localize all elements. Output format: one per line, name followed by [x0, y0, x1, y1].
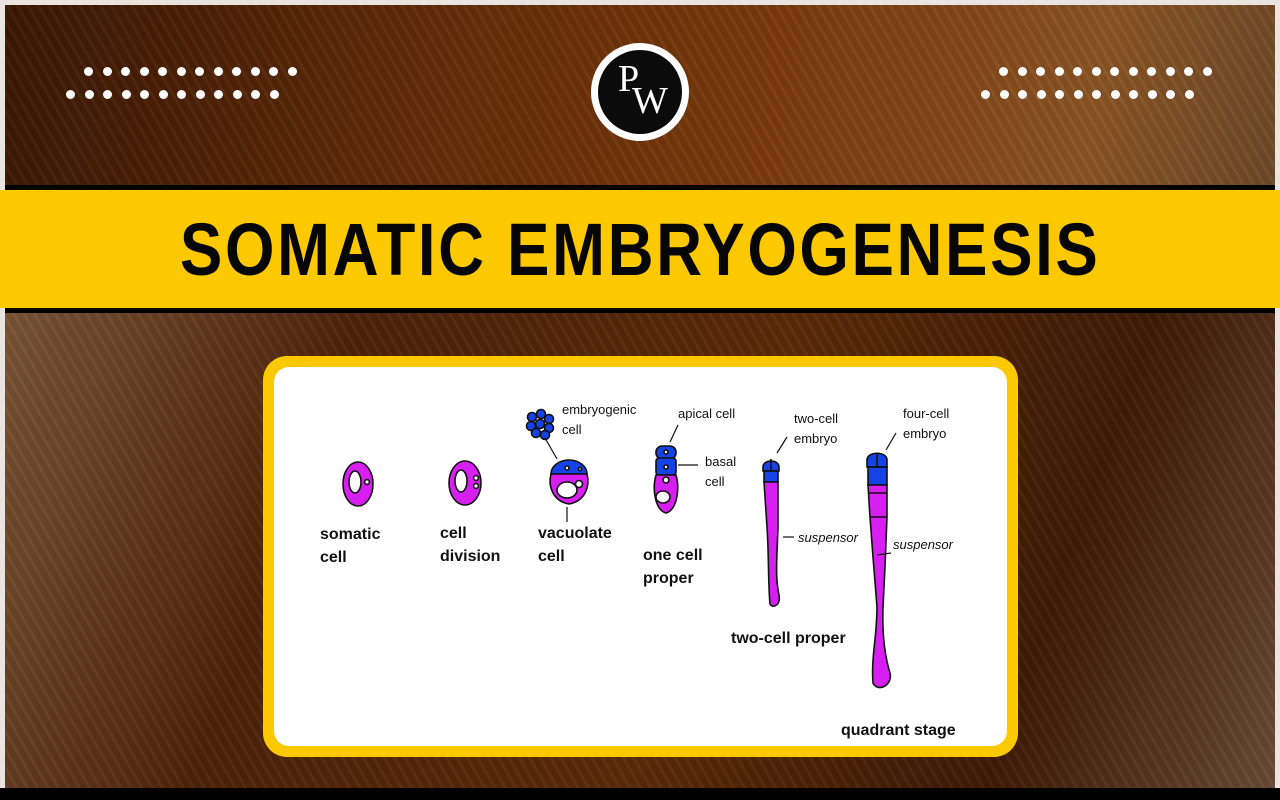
callout-twocell-embryo-line2: embryo	[794, 431, 837, 446]
callout-twocell-embryo-line1: two-cell	[794, 411, 838, 426]
two-cell-proper-shape	[762, 459, 781, 607]
decor-dot	[121, 67, 130, 76]
cell-division-shape	[448, 460, 482, 506]
decor-dot	[1073, 67, 1082, 76]
decor-dot	[213, 67, 223, 76]
leader-lines	[544, 424, 897, 556]
decor-dot	[1055, 90, 1064, 99]
decor-dot	[1073, 90, 1083, 99]
decor-dot	[103, 90, 112, 99]
logo-letter-p: P	[618, 58, 640, 100]
callout-apical-cell: apical cell	[678, 406, 735, 421]
decor-dot	[232, 90, 242, 99]
decor-dot	[999, 90, 1009, 99]
decor-dot	[1147, 90, 1157, 99]
decor-dot	[1018, 90, 1027, 99]
decor-dot	[1110, 67, 1119, 76]
decor-dot	[1166, 90, 1175, 99]
somatic-cell-shape	[342, 461, 374, 507]
label-vacuolate-line2: cell	[538, 548, 565, 565]
decor-dot	[269, 90, 279, 99]
decor-dot	[121, 90, 131, 99]
vacuolate-cell-shape	[549, 459, 589, 505]
callout-suspensor-quadrant: suspensor	[893, 537, 954, 552]
decor-dot	[1054, 67, 1064, 76]
logo-letter-w: W	[632, 80, 668, 122]
decor-dot	[1129, 90, 1138, 99]
decor-dot	[981, 90, 990, 99]
decor-dot	[195, 67, 204, 76]
label-vacuolate-line1: vacuolate	[538, 525, 612, 542]
title-banner: SOMATIC EMBRYOGENESIS	[0, 190, 1280, 308]
label-division-line1: cell	[440, 525, 467, 542]
decor-dot	[999, 67, 1008, 76]
callout-embryogenic-line1: embryogenic	[562, 402, 637, 417]
decor-dot	[251, 90, 260, 99]
decor-dot	[102, 67, 112, 76]
embryogenic-cell-cluster	[525, 408, 555, 441]
decor-dot	[139, 67, 149, 76]
decor-dot	[195, 90, 205, 99]
diagram-canvas: somatic cell cell division vacuolate cel…	[274, 367, 1007, 746]
callout-suspensor-twocell: suspensor	[798, 530, 859, 545]
decor-dot	[250, 67, 260, 76]
label-division-line2: division	[440, 548, 500, 565]
decor-dot	[232, 67, 241, 76]
decor-dot	[84, 90, 94, 99]
pw-logo-icon: P W	[591, 43, 689, 141]
label-somatic-line2: cell	[320, 549, 347, 566]
decor-dot	[1184, 67, 1193, 76]
decor-dot	[1110, 90, 1120, 99]
pw-logo-disc: P W	[598, 50, 682, 134]
decor-dot	[269, 67, 278, 76]
decor-dot	[1036, 90, 1046, 99]
decor-dot	[158, 67, 167, 76]
decor-dot	[176, 67, 186, 76]
quadrant-stage-shape	[866, 452, 892, 689]
callout-basal-line1: basal	[705, 454, 736, 469]
decor-dot	[1036, 67, 1045, 76]
decor-dot	[177, 90, 186, 99]
decor-dot	[66, 90, 75, 99]
decor-dot	[1092, 90, 1101, 99]
decor-dot	[287, 67, 297, 76]
one-cell-proper-shape	[653, 445, 679, 514]
decor-dot	[1202, 67, 1212, 76]
callout-embryogenic-line2: cell	[562, 422, 582, 437]
page-title: SOMATIC EMBRYOGENESIS	[179, 207, 1101, 291]
label-onecell-line2: proper	[643, 570, 694, 587]
label-onecell-line1: one cell	[643, 547, 703, 564]
decor-dot	[1184, 90, 1194, 99]
decor-dot	[84, 67, 93, 76]
diagram-card: somatic cell cell division vacuolate cel…	[263, 356, 1018, 757]
decor-dot	[1147, 67, 1156, 76]
decor-dot	[1165, 67, 1175, 76]
decor-dot	[1091, 67, 1101, 76]
callout-fourcell-embryo-line1: four-cell	[903, 406, 949, 421]
decor-dot	[158, 90, 168, 99]
decor-dot	[214, 90, 223, 99]
embryogenesis-diagram: somatic cell cell division vacuolate cel…	[320, 402, 956, 739]
callout-basal-line2: cell	[705, 474, 725, 489]
label-quadrant-stage: quadrant stage	[841, 722, 956, 739]
callout-fourcell-embryo-line2: embryo	[903, 426, 946, 441]
label-twocell-proper: two-cell proper	[731, 630, 846, 647]
decor-dot	[1017, 67, 1027, 76]
decor-dot	[1128, 67, 1138, 76]
decor-dot	[140, 90, 149, 99]
label-somatic-line1: somatic	[320, 526, 381, 543]
